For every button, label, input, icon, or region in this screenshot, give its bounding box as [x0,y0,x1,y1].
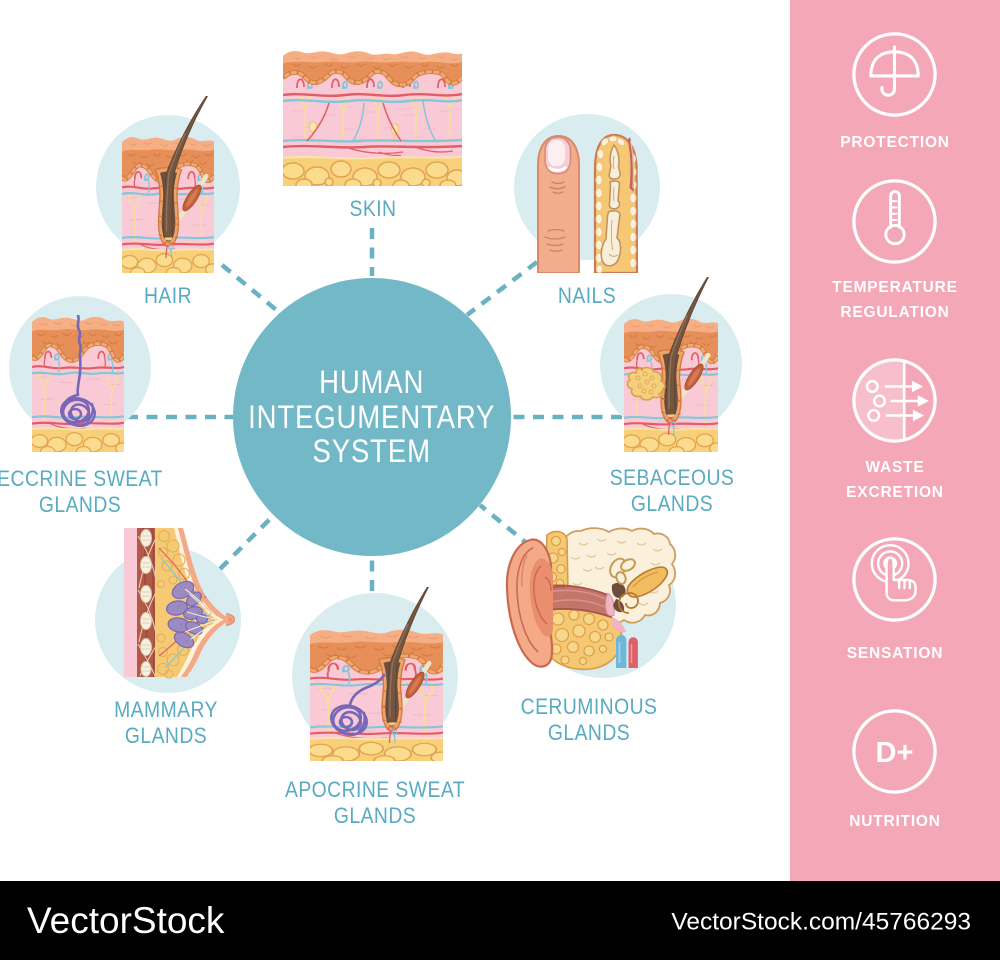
node-label-hair: HAIR [143,283,193,308]
d-plus-icon: D+ [852,709,937,794]
node-label-eccrine: ECCRINE SWEAT GLANDS [0,466,163,517]
connector-lines [127,228,622,591]
sidebar-label-protection: PROTECTION [840,134,950,151]
ceruminous-illustration [505,527,677,678]
center-title: HUMAN INTEGUMENTARY SYSTEM [248,364,496,470]
hair-illustration [96,96,240,273]
skin-illustration [283,51,462,186]
node-label-ceruminous: CERUMINOUS GLANDS [520,694,658,745]
apocrine-illustration [292,587,458,761]
mammary-illustration [95,528,241,693]
node-label-sebaceous: SEBACEOUS GLANDS [609,465,735,516]
nails-illustration [514,114,660,273]
footer-bar: VectorStock VectorStock.com/45766293 [0,881,1000,960]
waste-arrows-icon [852,358,937,443]
eccrine-illustration [9,296,151,452]
node-label-nails: NAILS [557,283,617,308]
thermometer-icon [852,179,937,264]
sidebar-label-sensation: SENSATION [846,645,944,662]
sidebar-label-waste-excretion: WASTE EXCRETION [846,459,944,501]
center-circle: HUMAN INTEGUMENTARY SYSTEM [233,278,511,556]
sidebar-label-temperature-regulation: TEMPERATURE REGULATION [832,279,958,321]
sebaceous-illustration [600,277,742,452]
node-label-mammary: MAMMARY GLANDS [114,697,218,748]
node-label-skin: SKIN [349,196,397,221]
vectorstock-logo: VectorStock [27,899,225,941]
node-label-apocrine: APOCRINE SWEAT GLANDS [284,777,466,828]
d-plus-text: D+ [876,737,914,769]
vectorstock-image-url: VectorStock.com/45766293 [671,908,971,936]
sidebar-label-nutrition: NUTRITION [849,813,941,830]
umbrella-icon [852,32,937,117]
touch-icon [852,537,937,622]
